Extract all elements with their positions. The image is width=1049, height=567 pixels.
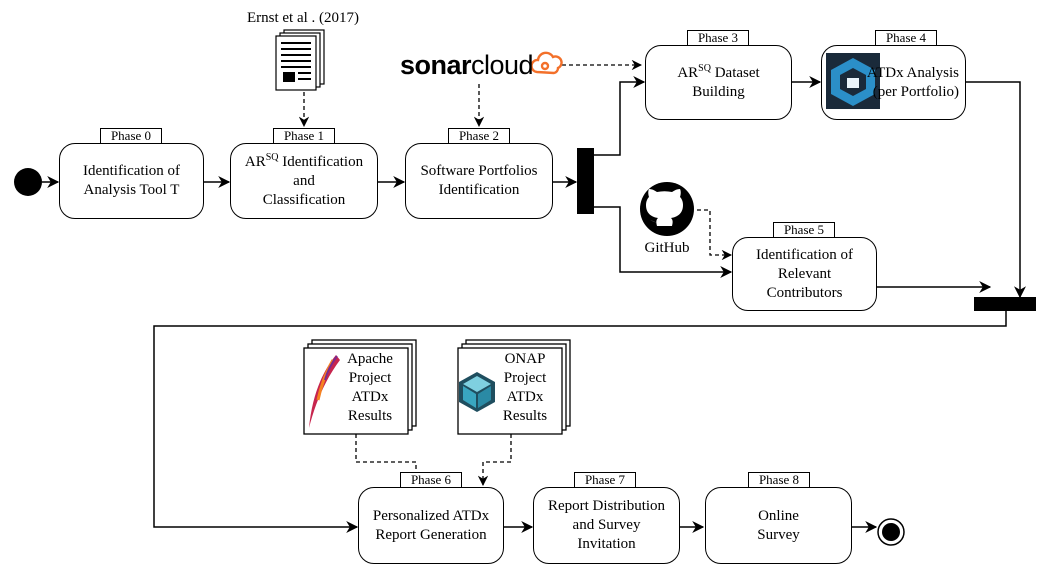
phase-1-tag: Phase 1 [273, 128, 335, 144]
phase-6-tag: Phase 6 [400, 472, 462, 488]
github-label: GitHub [644, 240, 690, 256]
sonarcloud-logo: sonarcloud [400, 50, 534, 80]
join-bar [974, 297, 1036, 311]
sonarcloud-cloud-icon [530, 51, 563, 75]
end-node-inner [882, 523, 900, 541]
phase-2-node: Software Portfolios Identification [405, 143, 553, 219]
start-node [14, 168, 42, 196]
phase-2-tag: Phase 2 [448, 128, 510, 144]
phase-0-node: Identification of Analysis Tool T [59, 143, 204, 219]
atdx-logo-icon [826, 53, 880, 109]
paper-source-label: Ernst et al . (2017) [246, 10, 360, 26]
fork-bar [577, 148, 594, 214]
phase-1-node: ARSQ Identification and Classification [230, 143, 378, 219]
phase-6-node: Personalized ATDx Report Generation [358, 487, 504, 564]
github-icon [640, 182, 694, 236]
onap-doc-label: ONAP Project ATDx Results [502, 351, 548, 424]
phase-3-tag: Phase 3 [687, 30, 749, 46]
phase-8-node: Online Survey [705, 487, 852, 564]
phase-5-tag: Phase 5 [773, 222, 835, 238]
apache-doc-label: Apache Project ATDx Results [347, 351, 393, 424]
phase-4-node: ATDx Analysis (per Portfolio) [821, 45, 966, 120]
flow-arrows [42, 76, 1026, 533]
phase-5-node: Identification of Relevant Contributors [732, 237, 877, 311]
onap-logo-icon [459, 372, 495, 412]
phase-4-tag: Phase 4 [875, 30, 937, 46]
phase-3-node: ARSQ Dataset Building [645, 45, 792, 120]
phase-0-tag: Phase 0 [100, 128, 162, 144]
phase-7-node: Report Distribution and Survey Invitatio… [533, 487, 680, 564]
phase-8-tag: Phase 8 [748, 472, 810, 488]
paper-icon [275, 29, 325, 91]
phase-7-tag: Phase 7 [574, 472, 636, 488]
apache-feather-icon [309, 355, 340, 428]
